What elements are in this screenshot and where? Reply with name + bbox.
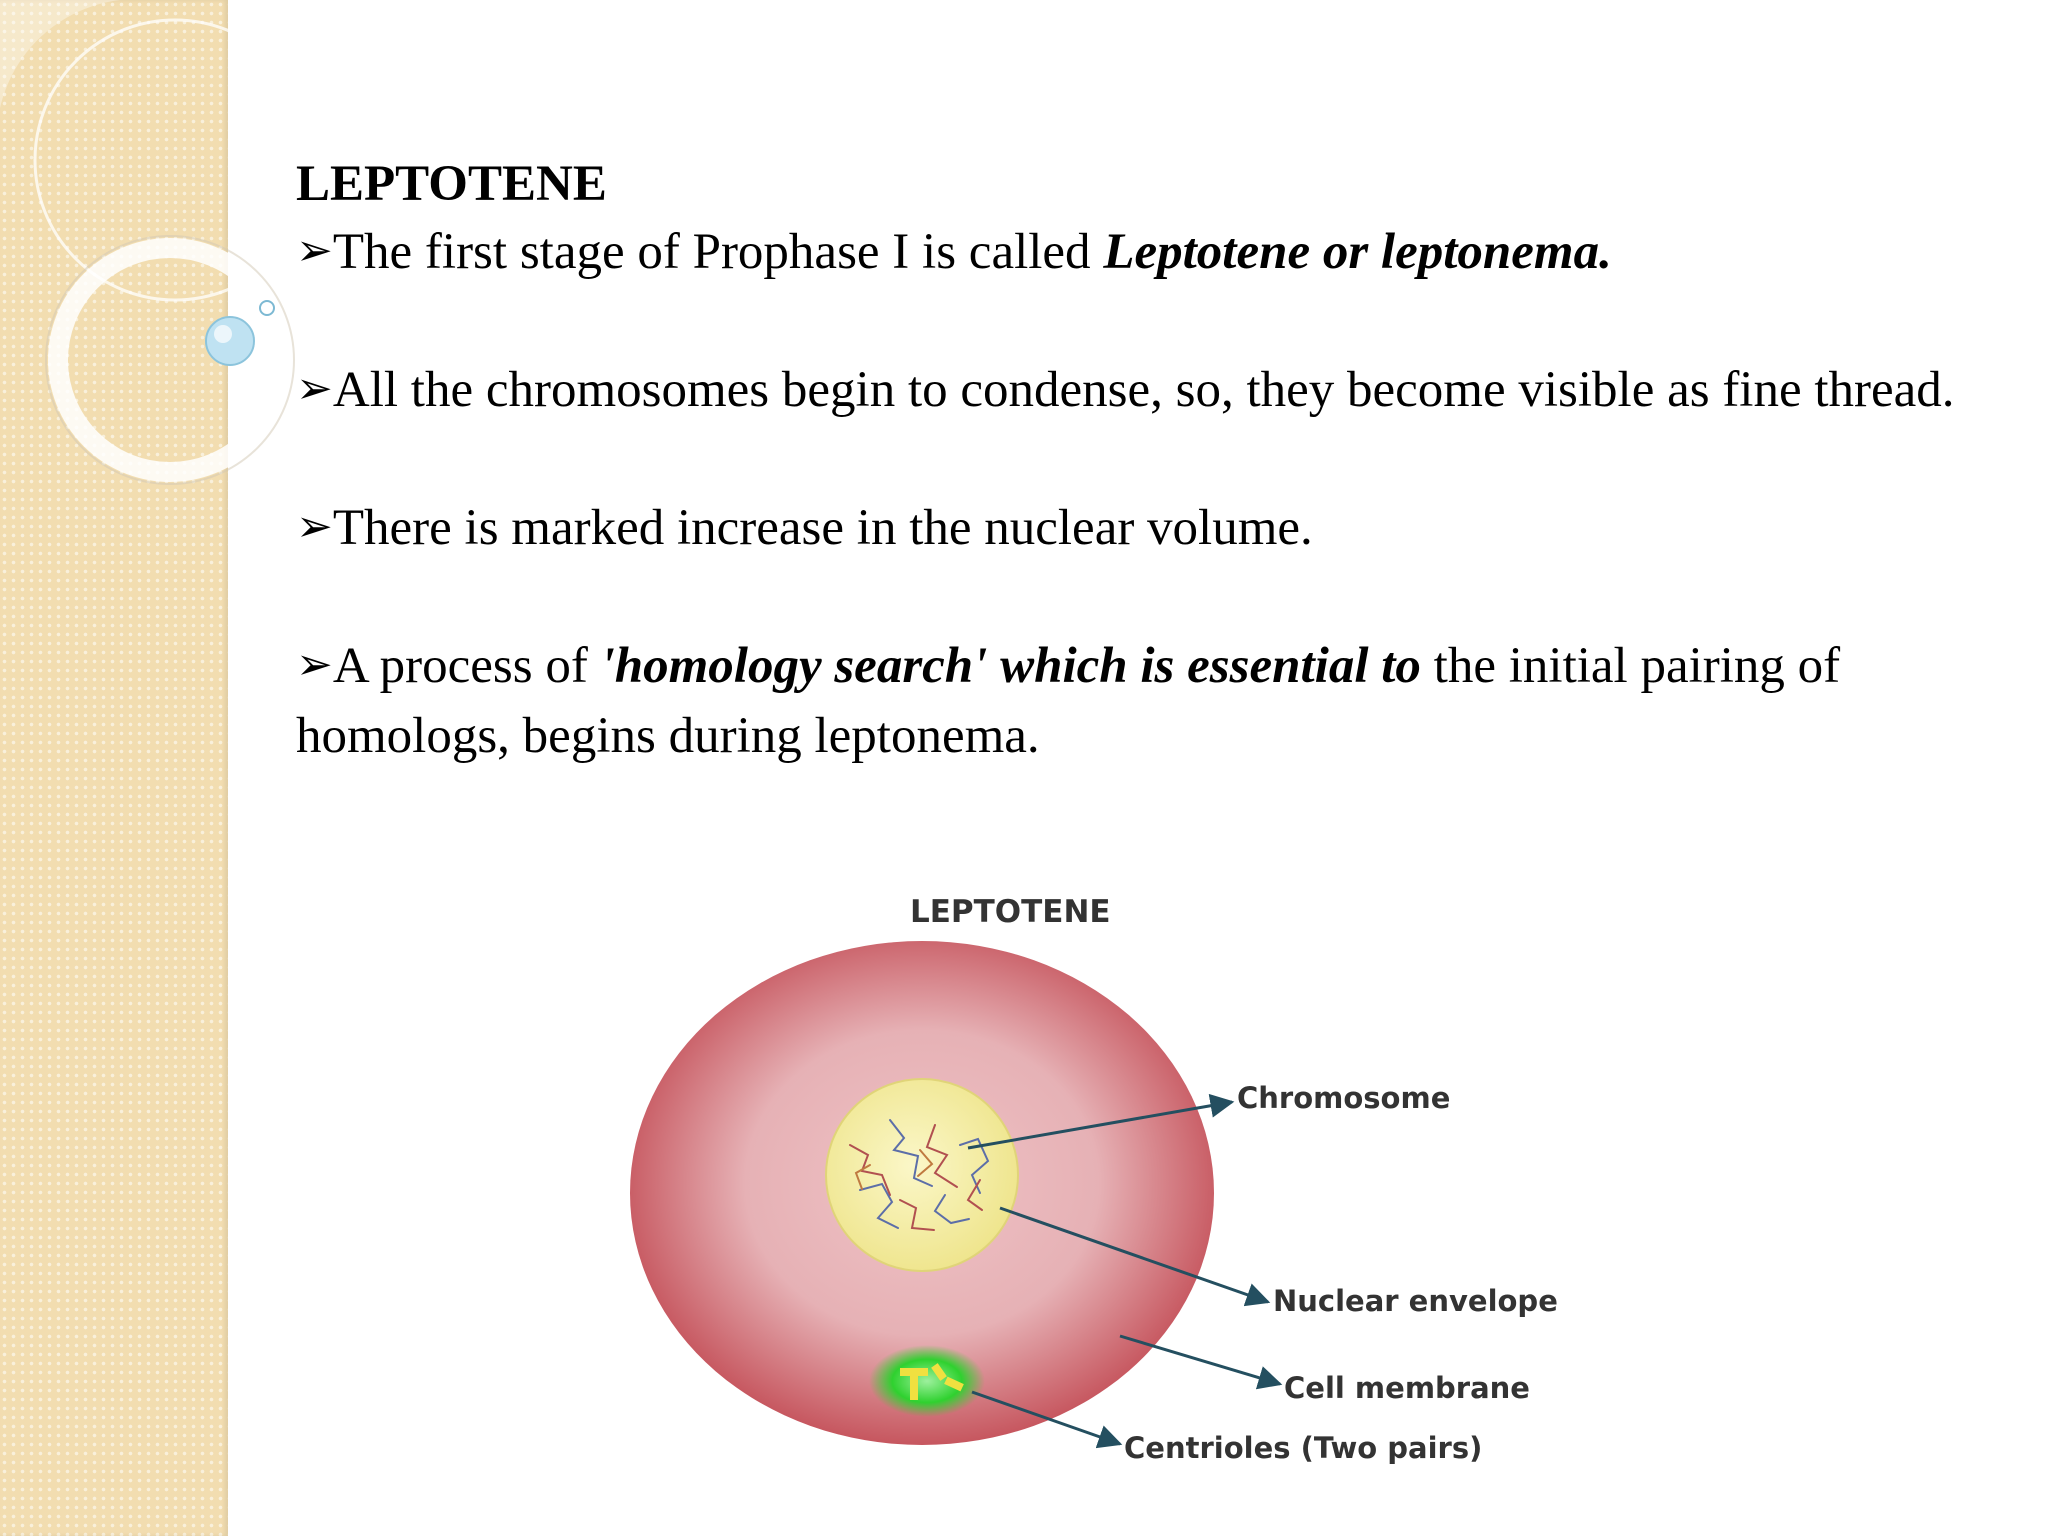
- slide-content: LEPTOTENE ➢The first stage of Prophase I…: [296, 150, 1976, 770]
- chromosome-threads: [849, 1119, 990, 1231]
- label-nuclear-envelope: Nuclear envelope: [1273, 1284, 1558, 1318]
- bullet-arrow-icon: ➢: [296, 225, 333, 276]
- bullet-text: There is marked increase in the nuclear …: [332, 500, 1313, 556]
- bullet-text-after: the initial pairing of homologs, begins …: [296, 638, 1841, 764]
- bullet-arrow-icon: ➢: [296, 501, 333, 552]
- label-cell-membrane: Cell membrane: [1284, 1371, 1530, 1405]
- bullet-emphasis: 'homology search' which is essential to: [600, 638, 1421, 694]
- nucleus: [825, 1078, 1019, 1272]
- label-arrows: [967, 1093, 1283, 1449]
- bullet-arrow-icon: ➢: [296, 363, 333, 414]
- bullet-emphasis: Leptotene or leptonema.: [1103, 224, 1612, 280]
- bullet-text: A process of: [332, 638, 601, 694]
- bullet-4: ➢A process of 'homology search' which is…: [296, 632, 1976, 770]
- bullet-2: ➢All the chromosomes begin to condense, …: [296, 356, 1976, 426]
- diagram-title: LEPTOTENE: [910, 894, 1111, 930]
- bullet-1: ➢The first stage of Prophase I is called…: [296, 218, 1976, 288]
- label-centrioles: Centrioles (Two pairs): [1124, 1431, 1482, 1465]
- bullet-3: ➢There is marked increase in the nuclear…: [296, 494, 1976, 564]
- slide-title: LEPTOTENE: [296, 156, 607, 212]
- bullet-arrow-icon: ➢: [296, 639, 333, 690]
- decorative-circles: [0, 0, 300, 485]
- leptotene-diagram: LEPTOTENE Chromosome Nuclear env: [630, 894, 1558, 1465]
- bullet-text: All the chromosomes begin to condense, s…: [332, 362, 1955, 418]
- bullet-text: The first stage of Prophase I is called: [332, 224, 1104, 280]
- centrioles: [869, 1345, 985, 1417]
- label-chromosome: Chromosome: [1237, 1081, 1450, 1115]
